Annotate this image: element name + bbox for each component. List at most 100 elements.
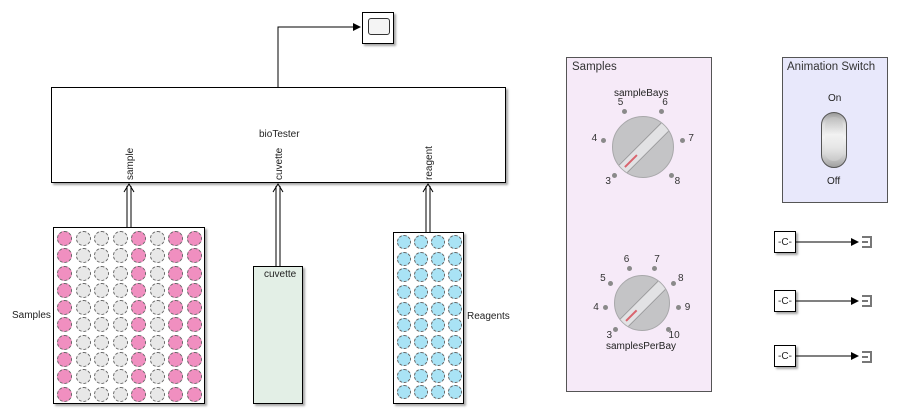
cuvette-block[interactable]: cuvette: [253, 266, 303, 404]
reagent-well: [448, 385, 462, 400]
port-sample: sample: [125, 147, 136, 180]
sample-well-empty: [94, 386, 109, 402]
reagent-well: [448, 301, 462, 316]
knob-tick-label: 7: [654, 253, 660, 265]
sample-well-filled: [186, 265, 202, 281]
reagents-block-label: Reagents: [467, 311, 510, 322]
constant-block[interactable]: -C-: [774, 290, 796, 312]
reagent-well: [414, 318, 428, 333]
reagent-well: [414, 251, 428, 266]
sample-well-empty: [149, 282, 165, 298]
knob-tick-label: 6: [623, 253, 630, 265]
samples-block-label: Samples: [12, 310, 51, 321]
sample-well-empty: [75, 317, 91, 333]
knob-tick-dot: [602, 304, 608, 310]
sample-well-filled: [57, 265, 72, 281]
constant-block[interactable]: -C-: [774, 345, 796, 367]
knob-tick-dot: [622, 108, 628, 114]
sample-well-filled: [131, 334, 146, 350]
sample-well-filled: [57, 334, 72, 350]
switch-on-label: On: [828, 93, 842, 104]
reagent-well: [431, 335, 445, 350]
knob-tick-dot: [665, 326, 671, 332]
sample-well-empty: [149, 352, 165, 368]
sample-well-filled: [131, 352, 146, 368]
terminator-icon[interactable]: [862, 295, 872, 307]
knob-face: [612, 116, 674, 178]
reagents-block[interactable]: [393, 232, 464, 404]
reagent-well: [414, 235, 428, 249]
sample-well-filled: [168, 334, 183, 350]
animation-switch-panel: Animation Switch On Off: [782, 57, 888, 203]
sample-well-filled: [168, 369, 183, 385]
knob-tick-label: 9: [684, 302, 691, 314]
knob-tick-label: 10: [668, 329, 680, 341]
sample-well-empty: [75, 248, 91, 264]
sample-well-filled: [57, 300, 72, 316]
sample-well-filled: [186, 334, 202, 350]
reagent-well: [448, 235, 462, 249]
biotester-label: bioTester: [259, 129, 300, 140]
sample-well-filled: [186, 231, 202, 246]
reagent-well: [397, 285, 411, 300]
knob-tick-dot: [601, 138, 606, 144]
sample-well-filled: [186, 248, 202, 264]
sample-well-filled: [168, 317, 183, 333]
sample-well-empty: [112, 231, 128, 246]
knob-tick-dot: [651, 265, 657, 271]
knob-indicator: [624, 154, 638, 168]
sample-well-empty: [149, 369, 165, 385]
port-cuvette: cuvette: [274, 147, 285, 180]
sample-well-empty: [75, 369, 91, 385]
reagent-well: [414, 301, 428, 316]
knob-tick-dot: [670, 280, 676, 286]
sample-well-empty: [94, 369, 109, 385]
samples-block[interactable]: [53, 227, 205, 404]
sample-well-filled: [186, 300, 202, 316]
knob-tick-dot: [668, 172, 674, 178]
reagent-well: [414, 285, 428, 300]
sample-well-empty: [112, 248, 128, 264]
terminator-icon[interactable]: [862, 236, 872, 248]
sample-well-empty: [94, 248, 109, 264]
reagent-well: [397, 318, 411, 333]
reagent-well: [448, 318, 462, 333]
reagent-well: [414, 385, 428, 400]
sample-well-filled: [57, 352, 72, 368]
scope-block[interactable]: [362, 12, 394, 44]
samples-panel-title: Samples: [572, 61, 617, 73]
terminator-icon[interactable]: [862, 351, 872, 363]
sample-well-filled: [186, 386, 202, 402]
reagent-well: [431, 385, 445, 400]
knob-tick-dot: [676, 304, 682, 310]
sample-well-empty: [149, 300, 165, 316]
sample-well-filled: [168, 265, 183, 281]
toggle-switch[interactable]: [821, 112, 847, 168]
reagent-well: [414, 268, 428, 283]
reagent-well: [431, 301, 445, 316]
sample-well-filled: [131, 248, 146, 264]
reagent-well: [414, 351, 428, 366]
knob-tick-dot: [627, 265, 633, 271]
sample-well-empty: [112, 300, 128, 316]
constant-block[interactable]: -C-: [774, 231, 796, 253]
biotester-block[interactable]: bioTester sample cuvette reagent: [51, 87, 506, 183]
reagent-well: [397, 301, 411, 316]
knob-tick-label: 3: [606, 329, 613, 341]
reagent-well: [397, 235, 411, 249]
sample-well-empty: [94, 317, 109, 333]
sample-well-empty: [75, 352, 91, 368]
knob-face: [614, 275, 670, 331]
sample-well-filled: [131, 265, 146, 281]
reagent-well: [431, 368, 445, 383]
sample-well-filled: [57, 386, 72, 402]
knob-tick-dot: [612, 172, 618, 178]
reagent-well: [397, 251, 411, 266]
reagent-well: [431, 351, 445, 366]
cuvette-connection: [272, 183, 284, 266]
reagent-well: [431, 318, 445, 333]
sample-well-empty: [75, 334, 91, 350]
